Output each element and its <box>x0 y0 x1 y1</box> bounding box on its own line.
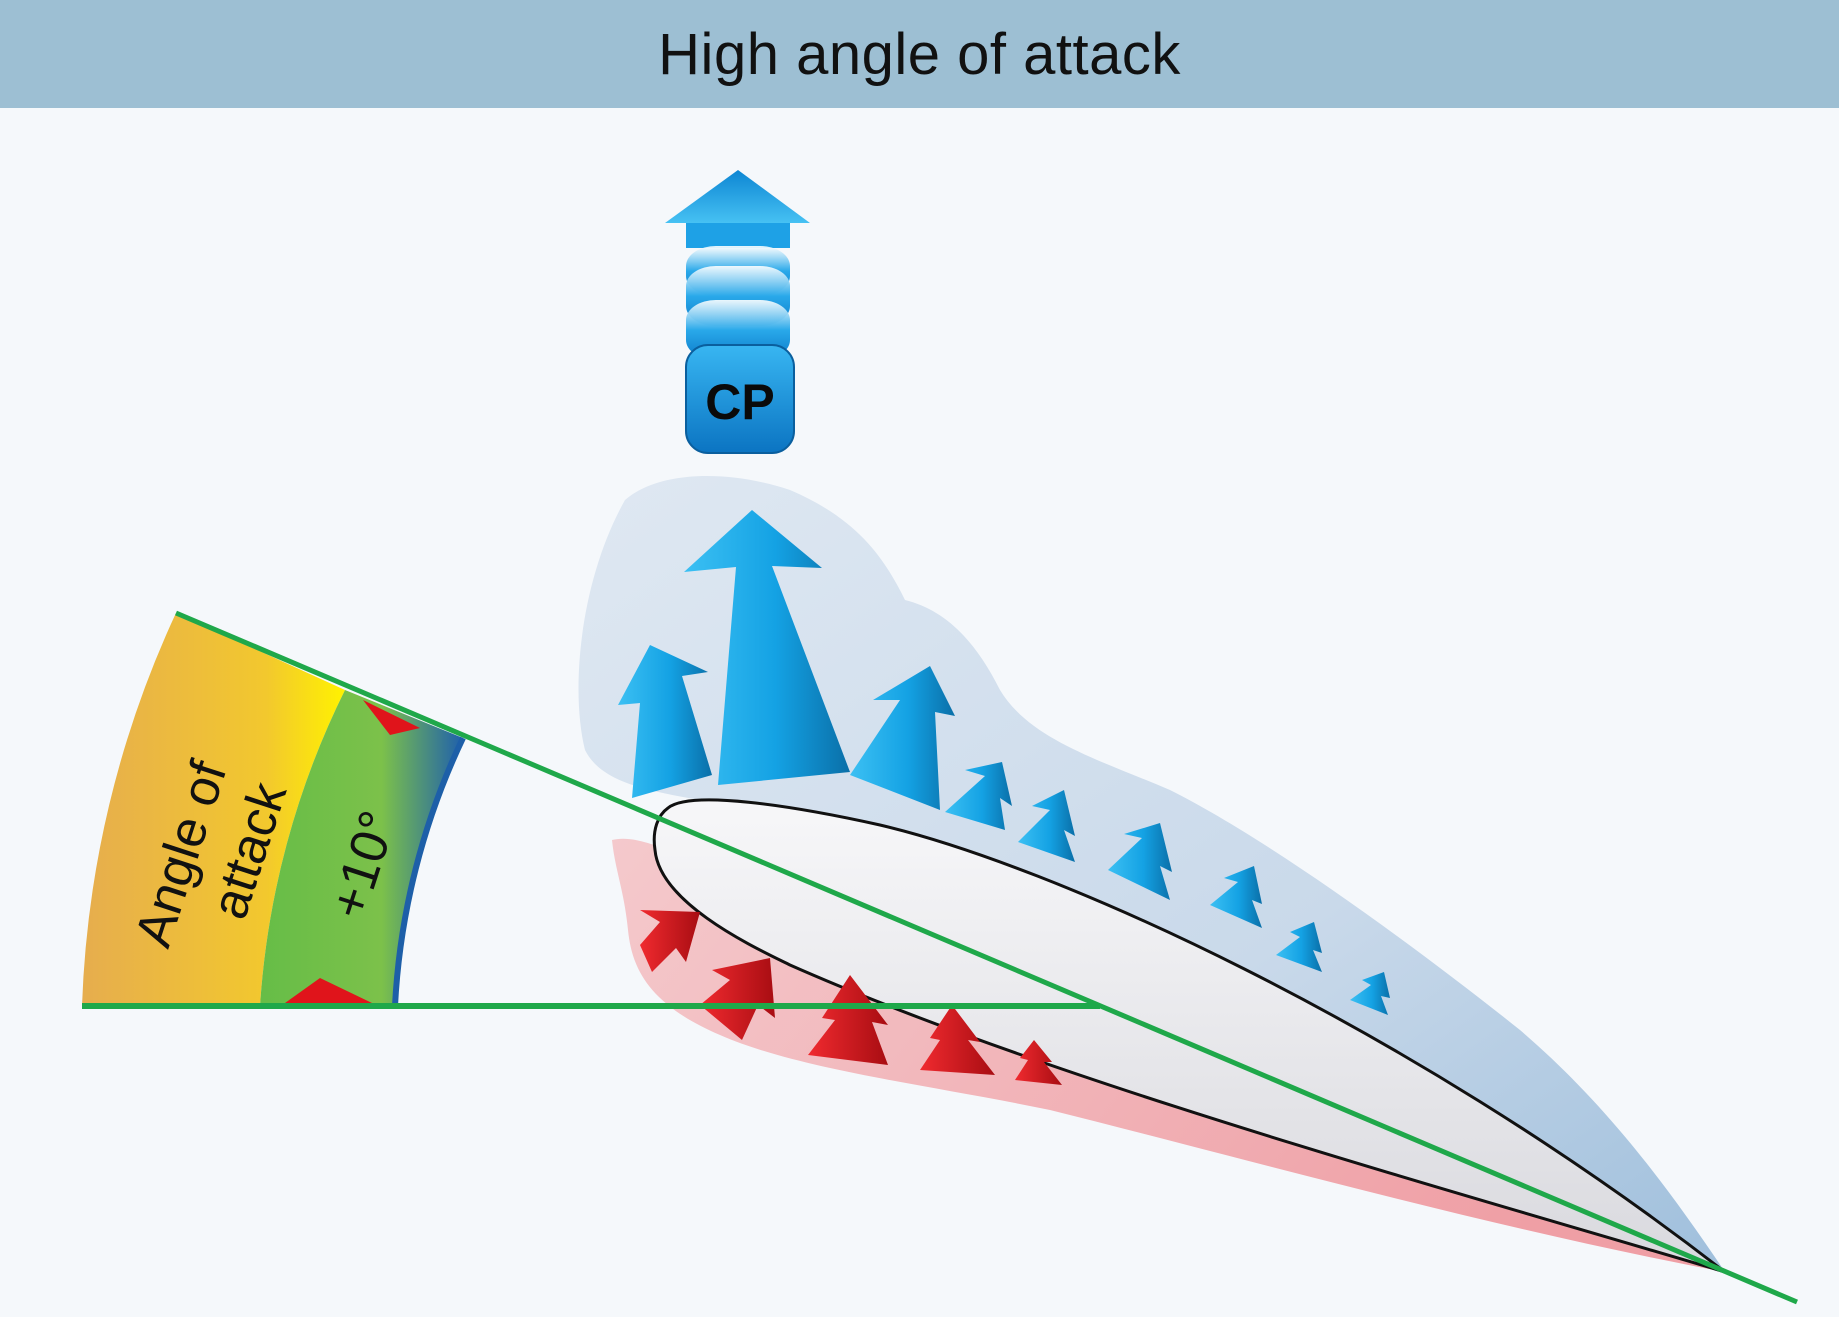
lower-arrow-4 <box>920 1005 995 1075</box>
lift-arrow-head <box>665 170 810 223</box>
upper-arrow-5 <box>1018 790 1075 862</box>
upper-pressure-arrows <box>618 510 1390 1015</box>
upper-arrow-large <box>684 510 850 785</box>
chord-line <box>175 610 1798 1305</box>
lift-arrow <box>665 170 810 360</box>
page-title: High angle of attack <box>658 21 1181 87</box>
aoa-outer-band <box>82 613 345 1006</box>
cp-label: CP <box>705 374 774 430</box>
lower-arrow-1 <box>640 910 700 972</box>
lower-pressure-arrows <box>640 910 1062 1085</box>
airfoil <box>652 798 1726 1274</box>
upper-arrow-6 <box>1108 823 1172 900</box>
lower-arrow-3 <box>808 975 888 1065</box>
aoa-marker-bottom <box>285 978 372 1003</box>
lift-arrow-stem <box>686 223 790 248</box>
upper-arrow-7 <box>1210 866 1262 928</box>
aoa-marker-top <box>363 700 420 735</box>
aoa-inner-edge <box>392 736 466 1007</box>
upper-arrow-mid <box>850 666 955 810</box>
upper-arrow-left <box>618 645 712 798</box>
lower-arrow-5 <box>1015 1040 1062 1085</box>
header-bar: High angle of attack <box>0 0 1839 108</box>
angle-of-attack-indicator <box>82 613 466 1007</box>
lower-arrow-2 <box>700 958 775 1040</box>
upper-arrow-9 <box>1350 972 1390 1015</box>
upper-arrow-8 <box>1276 922 1322 972</box>
aoa-middle-band <box>260 690 463 1006</box>
cp-badge <box>685 344 795 454</box>
upper-arrow-4 <box>945 762 1012 830</box>
